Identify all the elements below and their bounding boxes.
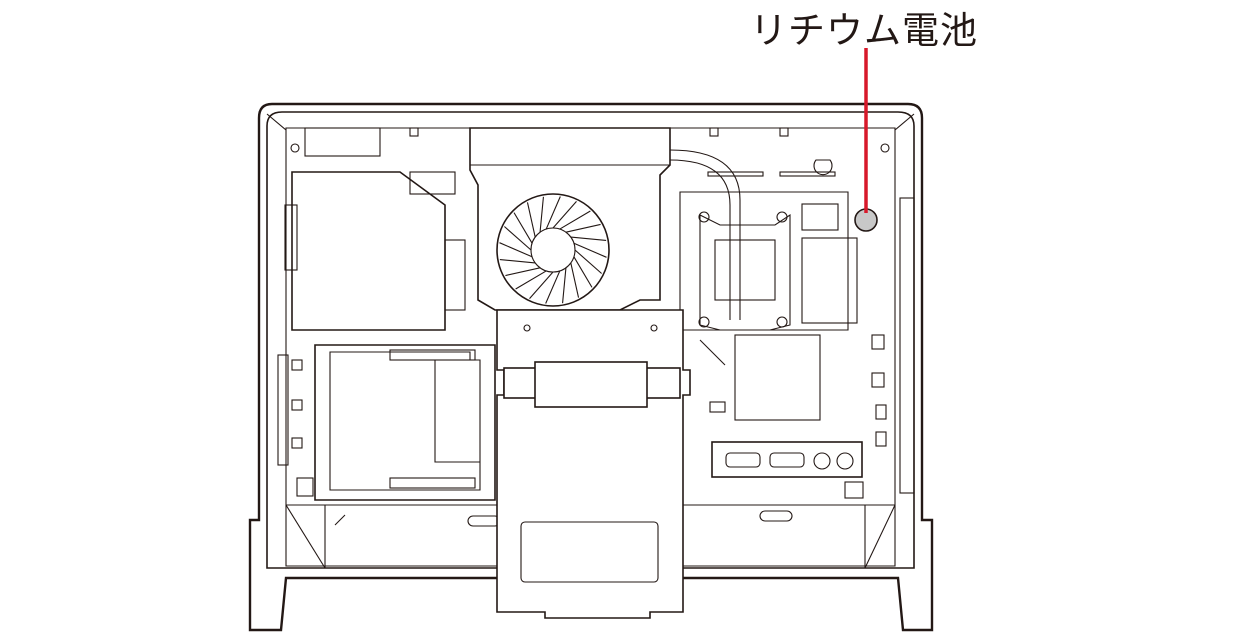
stand-screw — [650, 324, 658, 332]
hard-drive-bay — [314, 344, 496, 501]
tab — [871, 372, 885, 388]
fan-blade — [545, 196, 561, 230]
fan-blade — [513, 212, 533, 244]
hard-drive-label — [434, 360, 480, 463]
clip — [707, 171, 764, 177]
chassis-outer — [248, 102, 934, 632]
bottom-panel-line — [864, 504, 896, 569]
fan-outer — [496, 193, 610, 307]
audio-jack — [836, 452, 854, 470]
audio-jack — [813, 452, 831, 470]
chip — [801, 203, 839, 231]
mount-hole — [813, 159, 833, 176]
screw-hole — [290, 143, 300, 153]
motherboard-area — [679, 191, 849, 331]
lithium-battery-label: リチウム電池 — [750, 9, 978, 52]
slot — [467, 515, 501, 527]
fan-blade — [570, 262, 580, 298]
fan-blade — [574, 249, 602, 274]
heat-pipe — [669, 149, 741, 320]
io-panel — [711, 441, 863, 478]
bottom-panel-line — [334, 514, 346, 526]
drive-rail — [284, 204, 298, 271]
drive-bracket — [409, 171, 456, 195]
fan-blade — [545, 270, 561, 304]
optical-drive — [291, 171, 446, 331]
tab — [844, 481, 864, 499]
fan-blade — [499, 259, 536, 264]
vga-port — [725, 452, 761, 468]
fan-blade — [505, 267, 541, 277]
fan-blade — [573, 242, 607, 258]
tab — [871, 334, 885, 350]
chassis-rim — [285, 127, 896, 567]
fan-blade — [552, 201, 577, 229]
fan-blade — [504, 226, 532, 251]
cpu — [714, 239, 776, 301]
stand-label-plate — [520, 521, 659, 583]
cable — [699, 339, 726, 366]
stand-screw — [523, 324, 531, 332]
fan-blade — [499, 242, 533, 258]
screw-hole — [880, 143, 890, 153]
screw — [776, 211, 788, 223]
cpu-retention-bracket — [699, 213, 791, 331]
fan-blade — [573, 256, 593, 288]
corner-line — [266, 113, 287, 131]
tab — [779, 127, 789, 137]
cooling-fan-housing — [469, 127, 671, 311]
tab — [291, 359, 303, 371]
fan-blades — [499, 196, 607, 304]
drive-connector — [444, 239, 466, 311]
connector — [709, 401, 726, 413]
screw — [776, 316, 788, 328]
screw — [698, 316, 710, 328]
stand — [496, 309, 691, 619]
clip — [779, 171, 836, 177]
tab — [409, 127, 419, 137]
chassis-inner — [266, 111, 915, 569]
tab — [875, 404, 887, 420]
fan-blade — [526, 202, 536, 238]
memory-slot — [801, 237, 858, 324]
slot — [759, 510, 793, 522]
heat-pipe — [669, 159, 731, 320]
bottom-panel-line — [285, 504, 326, 569]
fan-blade — [559, 210, 591, 230]
tab — [291, 437, 303, 449]
tab — [296, 477, 314, 497]
tab — [875, 431, 887, 447]
hinge-center — [534, 361, 648, 408]
corner-line — [894, 113, 915, 131]
tab — [291, 399, 303, 411]
tab — [709, 127, 719, 137]
chipset — [734, 334, 821, 421]
fan-blade — [539, 196, 544, 233]
right-rail — [899, 197, 915, 494]
left-rail — [277, 354, 289, 466]
screw — [698, 211, 710, 223]
fan-blade — [529, 271, 554, 299]
hard-drive — [329, 351, 481, 491]
fan-blade — [565, 223, 601, 233]
fan-blade — [562, 267, 567, 304]
top-bracket — [304, 127, 381, 157]
fan-blade — [570, 236, 607, 241]
hdd-bracket — [389, 477, 476, 489]
serial-port — [769, 452, 805, 468]
fan-blade — [515, 270, 547, 290]
hdd-bracket — [389, 349, 476, 361]
